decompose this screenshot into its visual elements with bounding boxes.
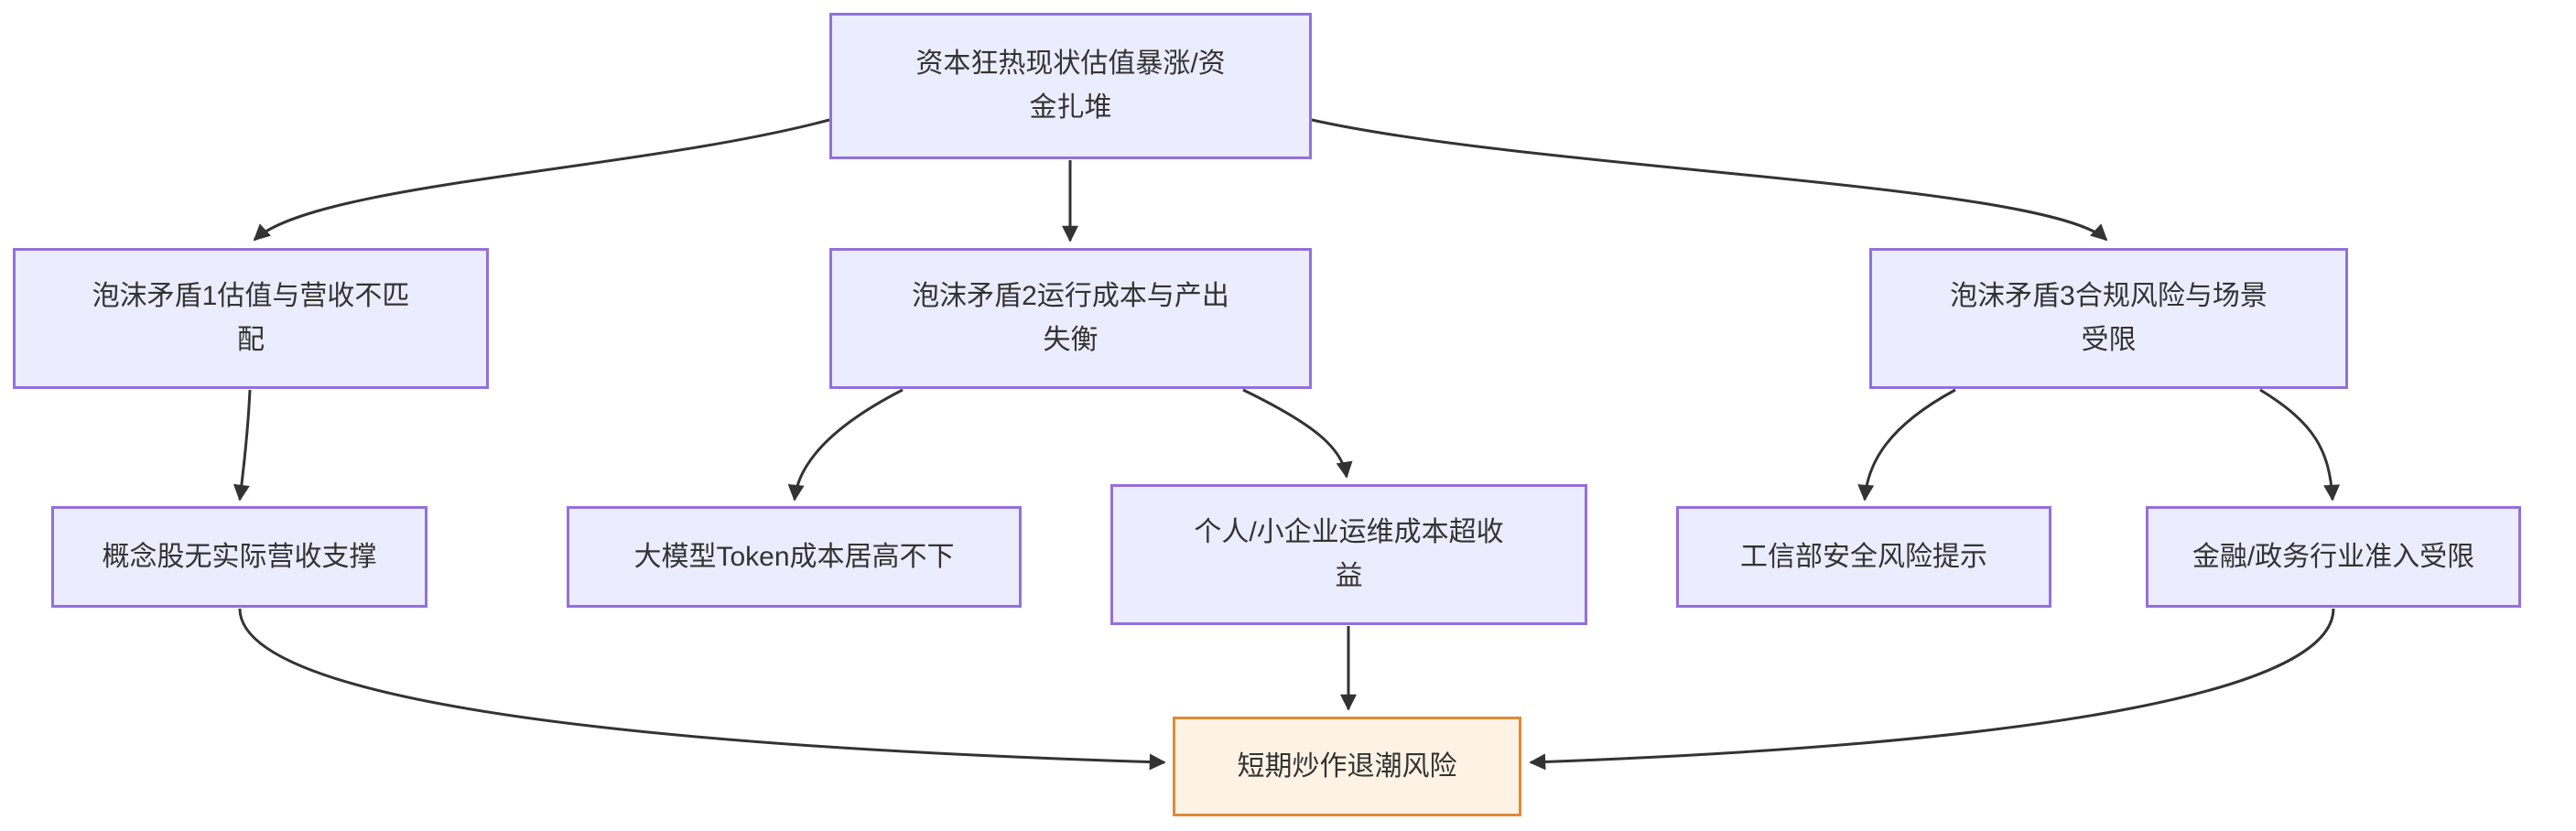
edge-bubble1-bubble1a bbox=[233, 389, 252, 502]
edge-root-bubble1 bbox=[253, 118, 830, 242]
edge-bubble2-bubble2b bbox=[1242, 388, 1353, 479]
node-bubble-contradiction-1: 泡沫矛盾1估值与营收不匹 配 bbox=[13, 248, 489, 389]
node-concept-stock: 概念股无实际营收支撑 bbox=[51, 506, 428, 608]
edge-bubble3-bubble3a bbox=[1857, 388, 1956, 502]
node-bubble-contradiction-2: 泡沫矛盾2运行成本与产出 失衡 bbox=[829, 248, 1312, 389]
edge-root-bubble3 bbox=[1311, 118, 2108, 242]
edge-bubble2-bubble2a bbox=[787, 388, 904, 502]
node-industry-access-limit: 金融/政务行业准入受限 bbox=[2146, 506, 2521, 608]
node-hype-recede-risk: 短期炒作退潮风险 bbox=[1173, 717, 1521, 816]
edge-bubble3b-sink bbox=[1529, 608, 2335, 771]
node-capital-frenzy: 资本狂热现状估值暴涨/资 金扎堆 bbox=[829, 13, 1312, 159]
node-token-cost: 大模型Token成本居高不下 bbox=[567, 506, 1022, 608]
edge-bubble3-bubble3b bbox=[2259, 388, 2341, 502]
edge-bubble1a-sink bbox=[238, 608, 1166, 771]
node-miit-risk-warning: 工信部安全风险提示 bbox=[1676, 506, 2051, 608]
node-smb-opex-cost: 个人/小企业运维成本超收 益 bbox=[1110, 484, 1587, 625]
node-bubble-contradiction-3: 泡沫矛盾3合规风险与场景 受限 bbox=[1869, 248, 2348, 389]
